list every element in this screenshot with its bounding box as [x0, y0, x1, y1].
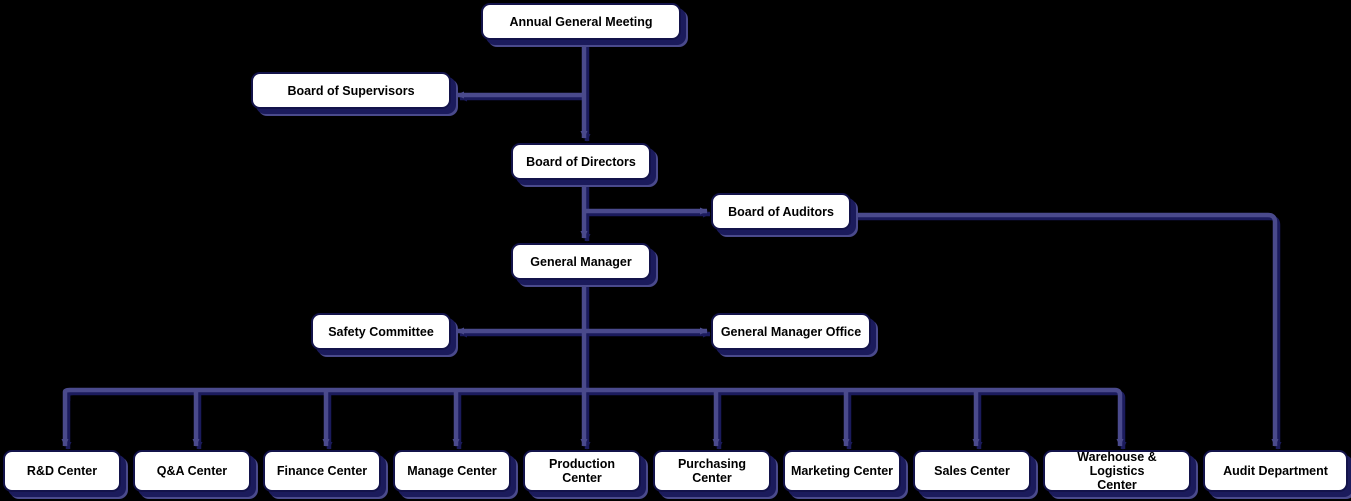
node-label: Finance Center [276, 464, 368, 478]
node-label: General Manager Office [720, 324, 862, 339]
node-manage-center[interactable]: Manage Center [393, 450, 511, 492]
node-board-of-supervisors[interactable]: Board of Supervisors [251, 72, 451, 109]
connectors [61, 40, 1279, 447]
edge-auditors-audit [851, 212, 1279, 447]
node-label: Board of Supervisors [287, 83, 415, 98]
node-label: Board of Directors [526, 154, 636, 169]
node-production-center[interactable]: Production Center [523, 450, 641, 492]
node-label: Manage Center [407, 464, 497, 478]
node-label: R&D Center [26, 464, 98, 478]
node-audit-department[interactable]: Audit Department [1203, 450, 1348, 492]
node-label: Purchasing Center [677, 457, 747, 485]
node-label: Q&A Center [156, 464, 228, 478]
node-label: Annual General Meeting [509, 14, 653, 29]
node-label: Marketing Center [790, 464, 894, 478]
node-label: Production Center [549, 457, 615, 485]
node-general-manager[interactable]: General Manager [511, 243, 651, 280]
node-general-manager-office[interactable]: General Manager Office [711, 313, 871, 350]
node-label-line1: Warehouse & Logistics [1077, 450, 1157, 478]
node-label: Safety Committee [328, 324, 434, 339]
node-label: Audit Department [1223, 464, 1328, 478]
node-label: Board of Auditors [728, 204, 834, 219]
node-finance-center[interactable]: Finance Center [263, 450, 381, 492]
node-label-line2: Center [1097, 478, 1137, 492]
node-board-of-auditors[interactable]: Board of Auditors [711, 193, 851, 230]
edge-bus-warehouse [62, 387, 1124, 447]
node-rd-center[interactable]: R&D Center [3, 450, 121, 492]
node-warehouse-logistics-center[interactable]: Warehouse & Logistics Center [1043, 450, 1191, 492]
node-board-of-directors[interactable]: Board of Directors [511, 143, 651, 180]
node-sales-center[interactable]: Sales Center [913, 450, 1031, 492]
node-qa-center[interactable]: Q&A Center [133, 450, 251, 492]
node-marketing-center[interactable]: Marketing Center [783, 450, 901, 492]
node-purchasing-center[interactable]: Purchasing Center [653, 450, 771, 492]
node-label: General Manager [530, 254, 632, 269]
node-safety-committee[interactable]: Safety Committee [311, 313, 451, 350]
node-annual-general-meeting[interactable]: Annual General Meeting [481, 3, 681, 40]
node-label: Sales Center [934, 464, 1010, 478]
